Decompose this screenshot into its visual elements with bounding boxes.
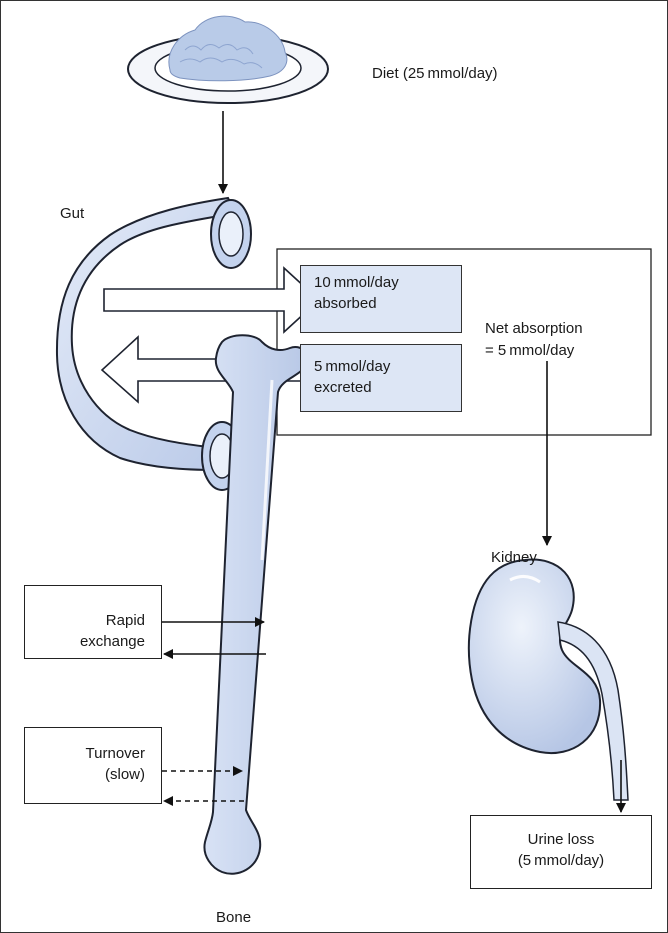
excreted-text: excreted — [314, 377, 461, 398]
rapid-exchange-box: Rapid exchange — [24, 585, 162, 659]
bone-label: Bone — [216, 907, 251, 928]
excreted-box: 5 mmol/day excreted — [300, 344, 462, 412]
kidney-label: Kidney — [491, 547, 537, 568]
femur-bone-illustration — [204, 335, 306, 873]
excreted-amount: 5 mmol/day — [314, 356, 461, 377]
urine-loss-line2: (5 mmol/day) — [471, 850, 651, 871]
urine-loss-line1: Urine loss — [471, 829, 651, 850]
gut-label: Gut — [60, 203, 84, 224]
net-absorption-title: Net absorption — [485, 318, 583, 339]
turnover-line1: Turnover — [25, 743, 145, 764]
food-plate-icon — [128, 16, 328, 103]
turnover-box: Turnover (slow) — [24, 727, 162, 804]
absorbed-text: absorbed — [314, 293, 461, 314]
urine-loss-box: Urine loss (5 mmol/day) — [470, 815, 652, 889]
rapid-exchange-line2: exchange — [25, 631, 145, 652]
absorption-block-arrow — [104, 268, 319, 332]
absorbed-box: 10 mmol/day absorbed — [300, 265, 462, 333]
turnover-line2: (slow) — [25, 764, 145, 785]
rapid-exchange-line1: Rapid — [25, 610, 145, 631]
net-absorption-value: = 5 mmol/day — [485, 340, 574, 361]
kidney-illustration — [469, 560, 628, 800]
diet-label: Diet (25 mmol/day) — [372, 63, 498, 84]
absorbed-amount: 10 mmol/day — [314, 272, 461, 293]
